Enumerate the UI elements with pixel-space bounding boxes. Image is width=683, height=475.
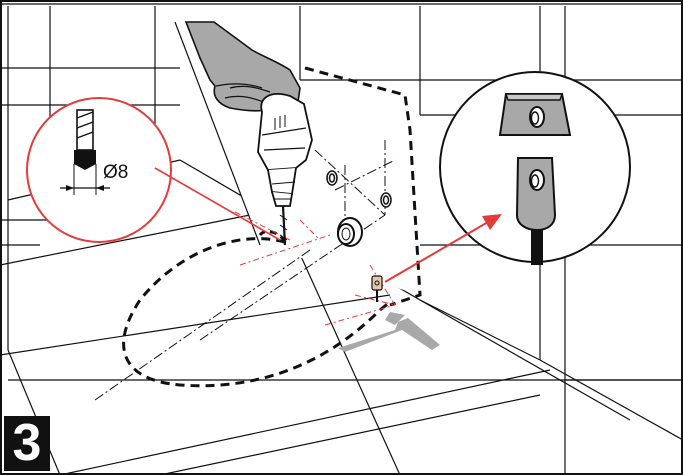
bracket-icon xyxy=(498,93,572,136)
floor-tiles xyxy=(0,209,683,475)
wall-holes xyxy=(326,170,392,208)
callout-leader-left xyxy=(154,167,281,241)
drill-diameter-label: Ø8 xyxy=(103,162,129,183)
floor-outline-dashed xyxy=(122,237,391,388)
drill-icon xyxy=(257,93,313,246)
arrow-icon xyxy=(384,214,502,283)
panel-edge xyxy=(174,21,261,246)
wall-outline-dashed xyxy=(304,66,422,307)
drill-bit-icon xyxy=(60,109,110,195)
floor-flange xyxy=(338,312,440,352)
step-number-badge: 3 xyxy=(4,416,50,471)
floor-outline-top xyxy=(258,230,287,243)
anchor-plug-icon xyxy=(515,157,557,265)
floor-anchor-small xyxy=(371,275,383,302)
pipe-outlet xyxy=(337,217,363,247)
drill-bit-callout xyxy=(26,97,281,243)
